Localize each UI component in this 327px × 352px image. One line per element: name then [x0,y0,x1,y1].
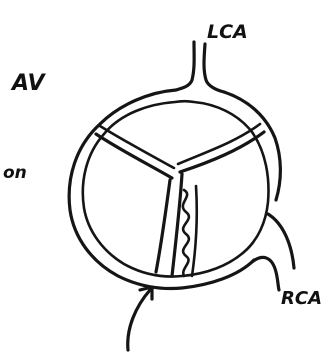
valve-outer-ring [69,90,254,289]
label-rca: RCA [281,288,322,309]
label-av: AV [10,71,47,96]
raphe-wavy-line [183,190,189,276]
valve-outer-ring-right [224,92,280,200]
commissure-bottom-left [156,180,170,272]
commissure-right [180,132,264,172]
label-on: on [3,163,27,183]
commissure-bottom-mid [172,174,182,276]
pointer-arrow-shaft [128,290,150,350]
label-lca: LCA [207,21,248,43]
commissure-bottom-right [192,186,197,276]
commissure-left-inner [100,126,174,168]
commissure-left [96,134,172,178]
lca-vessel-right-wall [204,44,224,92]
lca-vessel-left-wall [176,42,194,90]
rca-vessel-lower-wall [252,257,279,290]
